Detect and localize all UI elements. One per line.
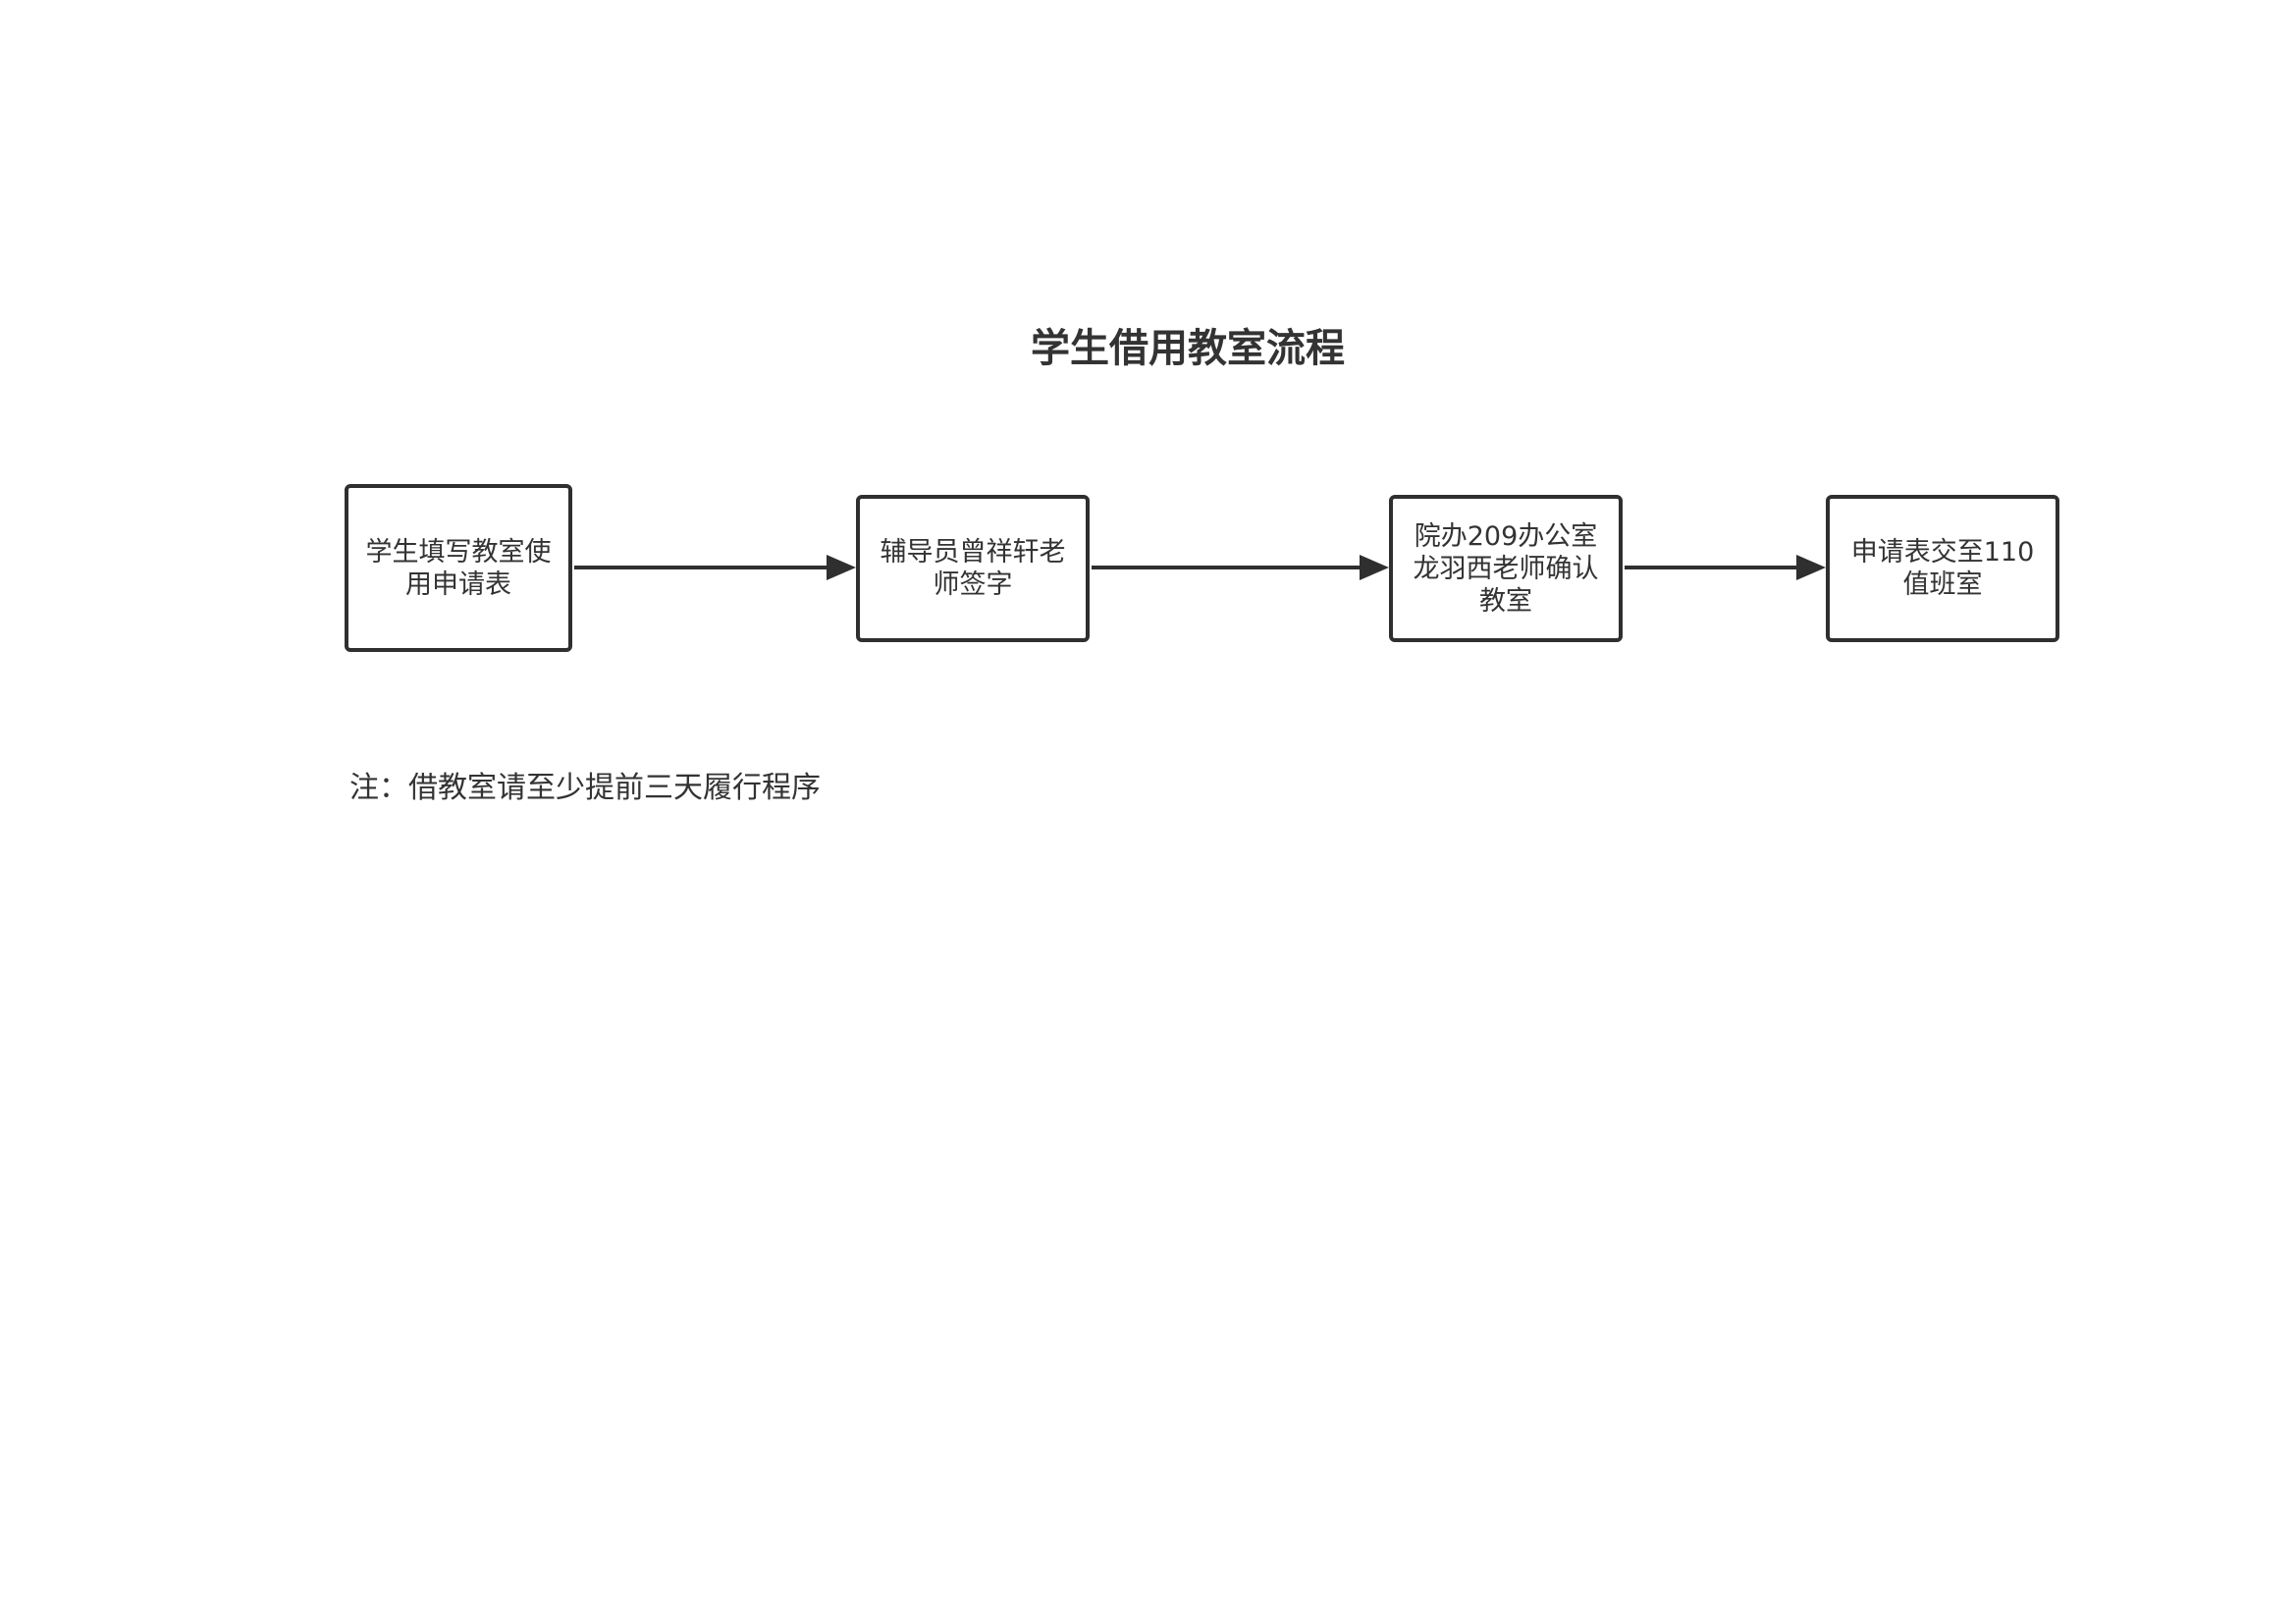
arrow-step1-to-step2 (574, 555, 856, 580)
arrow-step3-to-step4 (1625, 555, 1826, 580)
flow-node-label: 院办209办公室龙羽西老师确认教室 (1413, 520, 1599, 617)
flow-node-counselor-sign: 辅导员曾祥轩老师签字 (856, 495, 1090, 642)
arrow-step2-to-step3 (1092, 555, 1389, 580)
flow-node-label: 辅导员曾祥轩老师签字 (880, 537, 1066, 600)
flow-node-submit-duty-room: 申请表交至110值班室 (1826, 495, 2059, 642)
process-note: 注：借教室请至少提前三天履行程序 (349, 771, 821, 805)
flow-node-fill-form: 学生填写教室使用申请表 (345, 484, 572, 652)
flow-node-label: 学生填写教室使用申请表 (365, 536, 552, 600)
flow-node-label: 申请表交至110值班室 (1850, 537, 2035, 600)
diagram-title: 学生借用教室流程 (1031, 326, 1345, 371)
flow-node-office-confirm: 院办209办公室龙羽西老师确认教室 (1389, 495, 1623, 642)
